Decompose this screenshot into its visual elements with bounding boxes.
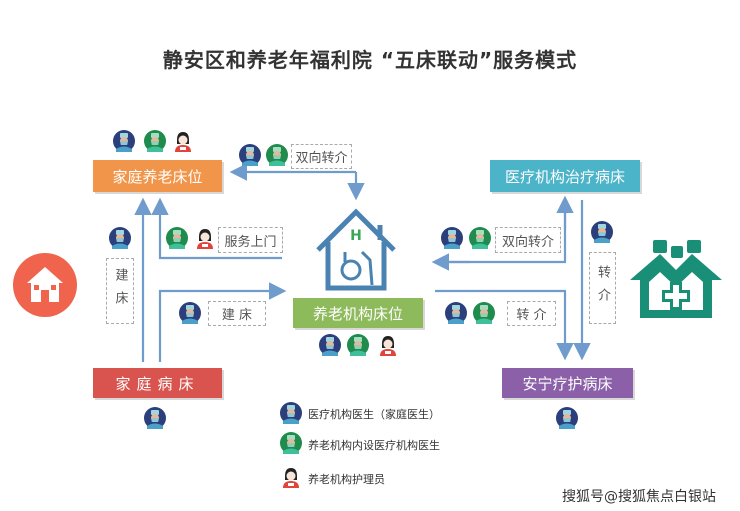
medical-doctor-icon	[239, 144, 261, 166]
legend-nurse-icon	[280, 466, 302, 488]
medical-doctor-icon	[445, 302, 467, 324]
svg-text:H: H	[350, 228, 362, 244]
legend-internal-doctor-icon	[280, 432, 302, 454]
legend-item: 养老机构护理员	[308, 473, 385, 486]
internal-doctor-icon	[166, 227, 188, 249]
build-bed-label-vertical: 建床	[106, 258, 134, 324]
two-way-referral-label-right: 双向转介	[495, 227, 561, 253]
medical-doctor-icon	[441, 227, 463, 249]
medical-doctor-icon	[556, 407, 578, 429]
hospital-icon	[630, 240, 722, 318]
nursing-home-icon: H	[316, 208, 396, 291]
institution-bed-box: 养老机构床位	[293, 298, 423, 328]
internal-doctor-icon	[266, 144, 288, 166]
internal-doctor-icon	[473, 302, 495, 324]
referral-label-horizontal: 转 介	[507, 301, 556, 326]
two-way-referral-label-top: 双向转介	[291, 144, 352, 169]
internal-doctor-icon	[144, 130, 166, 152]
hospice-bed-box: 安宁疗护病床	[502, 368, 633, 398]
diagram-title: 静安区和养老年福利院 “五床联动”服务模式	[162, 48, 578, 72]
legend-medical-doctor-icon	[280, 402, 302, 424]
home-care-bed-box: 家庭养老床位	[93, 160, 222, 192]
medical-doctor-icon	[144, 407, 166, 429]
internal-doctor-icon	[347, 334, 369, 356]
nurse-icon	[172, 130, 194, 152]
legend-item: 养老机构内设医疗机构医生	[308, 439, 440, 452]
home-service-label: 服务上门	[218, 227, 283, 253]
medical-doctor-icon	[179, 302, 201, 324]
medical-treatment-bed-box: 医疗机构治疗病床	[490, 160, 640, 192]
arrow-build-bed	[158, 282, 287, 362]
medical-doctor-icon	[113, 130, 135, 152]
nurse-icon	[194, 227, 216, 249]
watermark: 搜狐号@搜狐焦点白银站	[562, 489, 716, 505]
build-bed-label-horizontal: 建 床	[208, 301, 266, 326]
arrow-to-hospice	[435, 289, 574, 361]
referral-label-vertical: 转介	[589, 252, 616, 324]
medical-doctor-icon	[319, 334, 341, 356]
internal-doctor-icon	[469, 227, 491, 249]
medical-doctor-icon	[109, 227, 131, 249]
arrow-service-home	[151, 197, 282, 260]
home-icon	[13, 253, 77, 317]
medical-doctor-icon	[591, 221, 613, 243]
legend-item: 医疗机构医生（家庭医生）	[308, 408, 440, 421]
family-sickbed-box: 家庭病床	[93, 368, 222, 398]
nurse-icon	[377, 334, 399, 356]
